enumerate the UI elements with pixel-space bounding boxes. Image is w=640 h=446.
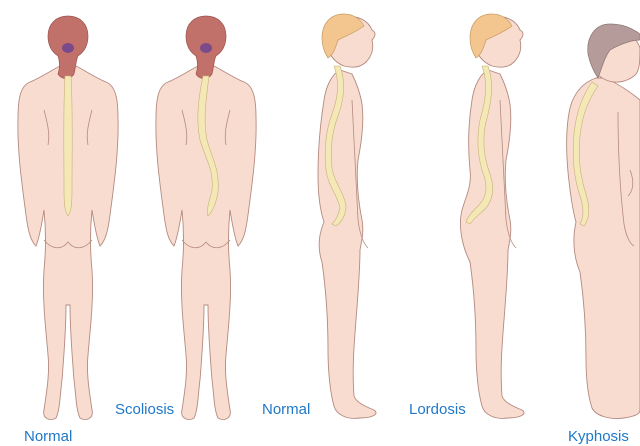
body-silhouette xyxy=(460,70,524,418)
label-normal-back: Normal xyxy=(24,428,72,446)
figure-back-normal xyxy=(18,16,118,420)
label-lordosis: Lordosis xyxy=(409,401,466,419)
label-normal-side: Normal xyxy=(262,401,310,419)
spine xyxy=(64,76,73,216)
body-silhouette xyxy=(156,66,256,420)
figure-side-kyphosis xyxy=(567,24,640,419)
hair-bun xyxy=(62,43,74,53)
figure-side-lordosis xyxy=(460,14,524,418)
figure-side-normal xyxy=(318,14,376,418)
label-kyphosis: Kyphosis xyxy=(568,428,629,446)
label-scoliosis: Scoliosis xyxy=(115,401,174,419)
hair-bun xyxy=(200,43,212,53)
body-silhouette xyxy=(318,70,376,418)
figure-back-scoliosis xyxy=(156,16,256,420)
